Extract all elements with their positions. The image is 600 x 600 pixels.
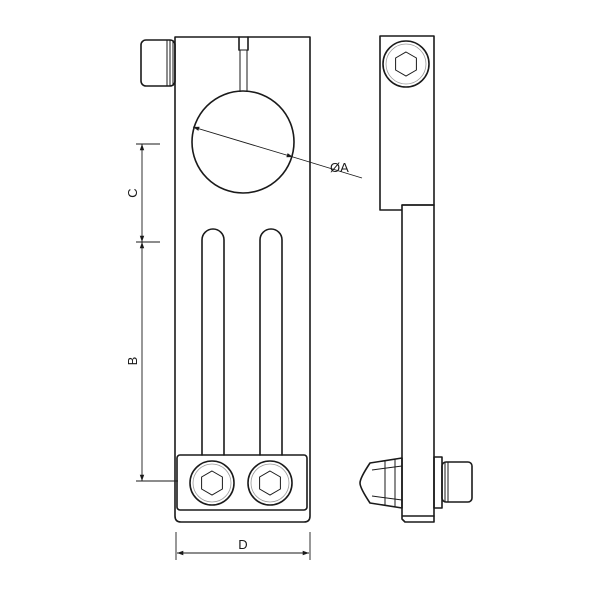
dimension-label-diameter: ØA bbox=[330, 160, 349, 175]
socket-screw-left bbox=[189, 460, 235, 506]
dimension-c: C bbox=[125, 143, 160, 243]
dimension-b: B bbox=[125, 242, 178, 482]
dimension-d: D bbox=[175, 532, 311, 560]
side-view bbox=[359, 35, 473, 523]
bore-hole bbox=[191, 90, 295, 194]
front-view bbox=[140, 36, 311, 523]
side-socket-screw bbox=[382, 40, 430, 88]
side-nut-right bbox=[433, 456, 473, 509]
side-body-outline bbox=[379, 35, 435, 523]
clamp-screw-knurled-head bbox=[140, 39, 176, 87]
side-screw-left bbox=[359, 457, 403, 509]
dimension-label-b: B bbox=[125, 357, 140, 366]
clamp-body-outline bbox=[174, 36, 311, 523]
dimension-diameter-a: ØA bbox=[192, 126, 363, 179]
adjustment-slot-left bbox=[201, 228, 225, 456]
dimension-label-c: C bbox=[125, 188, 140, 197]
clamping-slot bbox=[238, 36, 249, 92]
dimension-label-d: D bbox=[238, 537, 247, 552]
clamp-plate bbox=[176, 454, 308, 511]
socket-screw-right bbox=[247, 460, 293, 506]
adjustment-slot-right bbox=[259, 228, 283, 456]
